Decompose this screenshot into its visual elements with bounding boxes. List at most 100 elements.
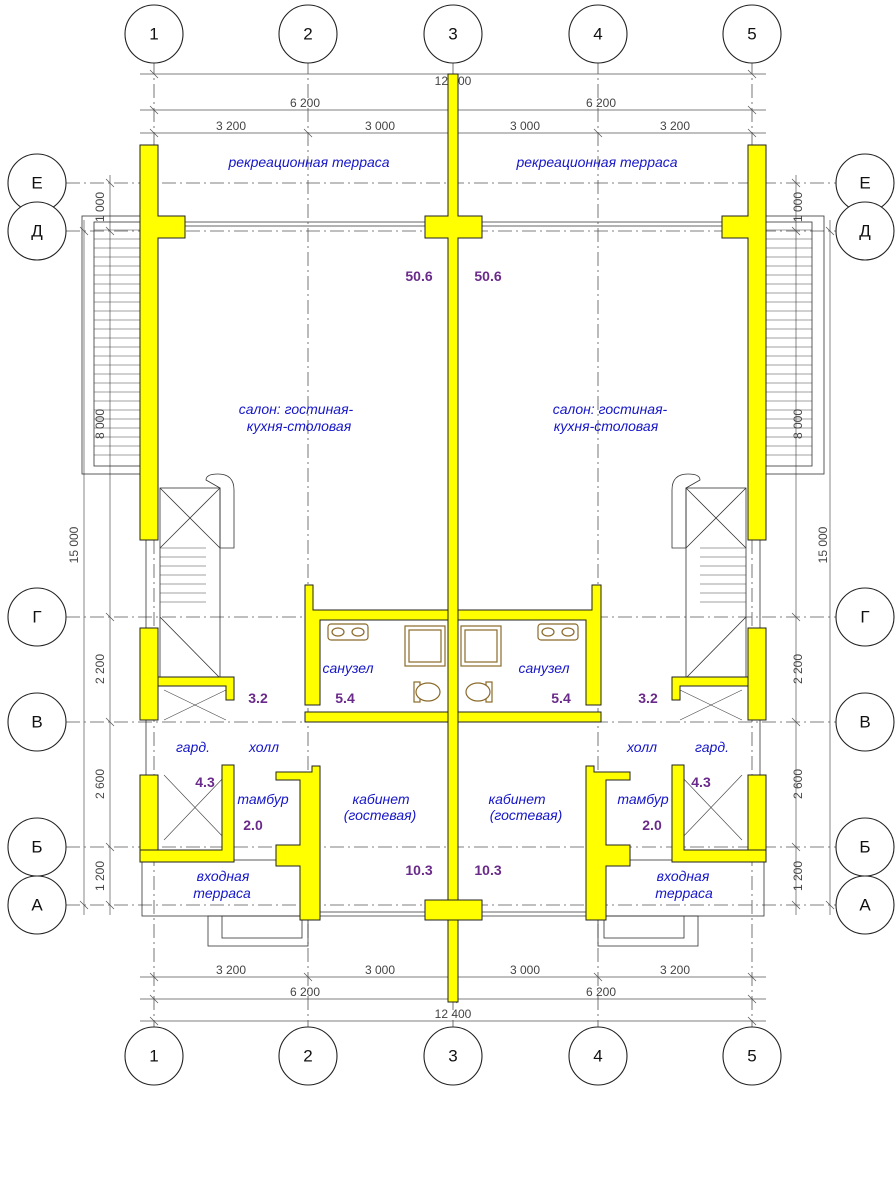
dim-bay-4-top: 3 200 (660, 119, 690, 133)
dim-half-top-left: 6 200 (290, 96, 320, 110)
area-labels: 50.6 50.6 3.2 3.2 5.4 5.4 4.3 4.3 2.0 2.… (195, 268, 711, 878)
wall-right-bottom (747, 774, 767, 861)
axis-label-5-bottom: 5 (747, 1047, 756, 1066)
axis-bubbles-bottom: 1 2 3 4 5 (124, 1026, 782, 1086)
dim-d-g-left: 8 000 (93, 409, 107, 439)
room-hall-right: холл (626, 739, 657, 755)
wall-bathroom-low-left (304, 711, 449, 723)
axis-label-b-left: Б (31, 838, 42, 857)
area-wc-right: 5.4 (551, 690, 571, 706)
wall-bathroom-left (304, 584, 449, 706)
axis-bubble-g-left (7, 587, 67, 647)
axis-label-4-bottom: 4 (593, 1047, 602, 1066)
axis-label-2-bottom: 2 (303, 1047, 312, 1066)
axis-label-v-right: В (859, 713, 870, 732)
area-cab-left: 10.3 (405, 862, 432, 878)
dim-g-v-left: 2 200 (93, 654, 107, 684)
axis-bubble-2-bottom (278, 1026, 338, 1086)
room-cab-right-line2: (гостевая) (490, 807, 563, 823)
dim-bay-1-bottom: 3 200 (216, 963, 246, 977)
room-wc-left: санузел (322, 660, 373, 676)
dim-bay-1-top: 3 200 (216, 119, 246, 133)
wall-central (424, 73, 483, 1003)
axis-bubble-3-bottom (423, 1026, 483, 1086)
toilet-left-icon (413, 681, 441, 703)
wall-vest-right (585, 765, 631, 921)
dim-bay-3-bottom: 3 000 (510, 963, 540, 977)
axis-label-e-right: Е (859, 174, 870, 193)
dim-half-bottom-right: 6 200 (586, 985, 616, 999)
axis-bubble-1-bottom (124, 1026, 184, 1086)
dim-v-b-right: 2 600 (791, 769, 805, 799)
area-ward-left: 4.3 (195, 774, 215, 790)
dim-d-g-right: 8 000 (791, 409, 805, 439)
room-entry-right-line2: терраса (655, 885, 713, 901)
side-dimensions: 1 000 8 000 2 200 2 600 1 200 15 000 1 0… (67, 175, 835, 915)
room-entry-right-line1: входная (657, 868, 710, 884)
axis-label-5-top: 5 (747, 25, 756, 44)
dim-half-top-right: 6 200 (586, 96, 616, 110)
axis-label-3-top: 3 (448, 25, 457, 44)
wall-left-bottom (139, 774, 159, 861)
wall-bathroom-right (457, 584, 602, 706)
room-salon-left-line2: кухня-столовая (247, 418, 352, 434)
axis-label-a-right: А (859, 896, 871, 915)
wall-vest-left (275, 765, 321, 921)
dim-total-right: 15 000 (816, 526, 830, 563)
room-entry-left-line1: входная (197, 868, 250, 884)
axis-bubble-4-top (568, 4, 628, 64)
axis-label-e-left: Е (31, 174, 42, 193)
dim-bay-2-top: 3 000 (365, 119, 395, 133)
area-hall-right: 3.2 (638, 690, 658, 706)
axis-label-a-left: А (31, 896, 43, 915)
wall-ward-right (671, 764, 767, 863)
wall-hall-right (671, 676, 749, 701)
axis-label-3-bottom: 3 (448, 1047, 457, 1066)
axis-bubble-a-right (835, 875, 895, 935)
room-salon-left-line1: салон: гостиная- (239, 401, 354, 417)
axis-bubble-5-top (722, 4, 782, 64)
axis-label-1-top: 1 (149, 25, 158, 44)
wall-ward-left (139, 764, 235, 863)
axis-bubble-3-top (423, 4, 483, 64)
room-cab-left-line1: кабинет (352, 791, 409, 807)
room-salon-right-line2: кухня-столовая (554, 418, 659, 434)
area-vest-right: 2.0 (642, 817, 662, 833)
bathroom-fixtures (327, 623, 579, 703)
area-wc-left: 5.4 (335, 690, 355, 706)
wall-hall-left (157, 676, 235, 701)
dim-e-d-right: 1 000 (791, 192, 805, 222)
axis-bubble-1-top (124, 4, 184, 64)
dim-bay-2-bottom: 3 000 (365, 963, 395, 977)
walls (139, 73, 767, 1003)
axis-bubble-2-top (278, 4, 338, 64)
axis-label-d-left: Д (31, 222, 43, 241)
area-hall-left: 3.2 (248, 690, 268, 706)
axis-label-b-right: Б (859, 838, 870, 857)
room-terrace-left: рекреационная терраса (227, 154, 389, 170)
axis-label-4-top: 4 (593, 25, 602, 44)
axis-label-d-right: Д (859, 222, 871, 241)
wall-bottom-pier (424, 899, 483, 921)
dim-total-left: 15 000 (67, 526, 81, 563)
stair-treads (94, 229, 812, 603)
area-cab-right: 10.3 (474, 862, 501, 878)
axis-bubble-v-left (7, 692, 67, 752)
area-salon-right: 50.6 (474, 268, 501, 284)
dim-overall-bottom: 12 400 (435, 1007, 472, 1021)
room-terrace-right: рекреационная терраса (515, 154, 677, 170)
dim-b-a-left: 1 200 (93, 861, 107, 891)
room-ward-left: гард. (176, 739, 210, 755)
room-wc-right: санузел (518, 660, 569, 676)
axis-bubble-g-right (835, 587, 895, 647)
top-dimensions: 12 400 6 200 6 200 3 200 3 000 3 000 3 2… (140, 69, 766, 138)
axis-bubble-d-right (835, 201, 895, 261)
axis-bubbles-right: Е Д Г В Б А (835, 153, 895, 935)
wall-left-outer (139, 144, 186, 541)
room-salon-right-line1: салон: гостиная- (553, 401, 668, 417)
dim-e-d-left: 1 000 (93, 192, 107, 222)
axis-bubble-4-bottom (568, 1026, 628, 1086)
room-hall-left: холл (248, 739, 279, 755)
axis-label-g-right: Г (860, 608, 869, 627)
